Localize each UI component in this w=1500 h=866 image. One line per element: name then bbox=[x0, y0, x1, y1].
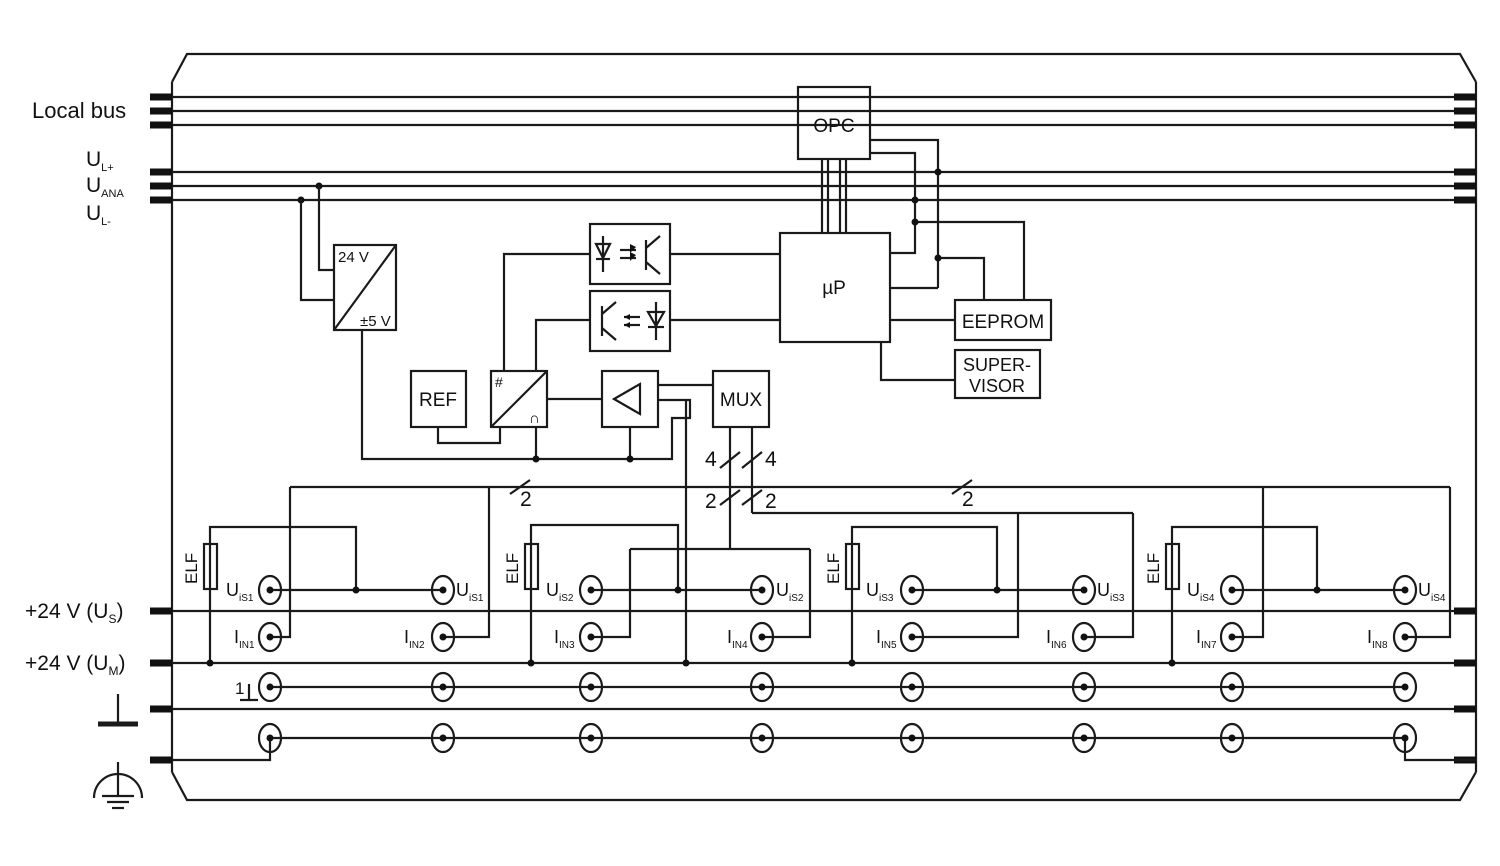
svg-text:UiS2: UiS2 bbox=[546, 580, 574, 604]
mux-block: MUX bbox=[711, 369, 771, 429]
sel-bus-count-left: 2 bbox=[705, 490, 717, 513]
amplifier-block bbox=[600, 369, 660, 429]
svg-text:±5 V: ±5 V bbox=[360, 313, 391, 330]
svg-text:UiS3: UiS3 bbox=[866, 580, 894, 604]
svg-text:UiS1: UiS1 bbox=[456, 580, 484, 604]
mux-bus-count-right: 4 bbox=[765, 448, 777, 471]
terminal-points bbox=[206, 574, 1418, 754]
ref-block: REF bbox=[409, 369, 468, 429]
ul-plus-label: UL+ bbox=[86, 148, 114, 174]
opc-supply-wires bbox=[870, 138, 1026, 300]
svg-text:MUX: MUX bbox=[720, 390, 763, 411]
svg-text:#: # bbox=[495, 374, 503, 390]
adc-wires bbox=[502, 252, 602, 459]
opc-block: OPC bbox=[796, 85, 872, 161]
svg-text:OPC: OPC bbox=[813, 116, 854, 137]
svg-text:ELF: ELF bbox=[182, 553, 201, 584]
ul-minus-label: UL- bbox=[86, 202, 111, 228]
svg-text:UiS4: UiS4 bbox=[1418, 580, 1446, 604]
svg-text:ELF: ELF bbox=[503, 553, 522, 584]
svg-text:IIN8: IIN8 bbox=[1367, 627, 1388, 651]
microprocessor-block: µP bbox=[778, 231, 892, 344]
opc-up-link bbox=[820, 159, 848, 233]
svg-text:SUPER-: SUPER- bbox=[963, 355, 1031, 375]
us-supply-label: +24 V (US) bbox=[25, 600, 123, 626]
right-bus-count: 2 bbox=[962, 488, 974, 511]
converter-wires bbox=[299, 186, 692, 461]
current-terminal-labels: IIN1 IIN2 IIN3 IIN4 IIN5 IIN6 IIN7 IIN8 bbox=[234, 627, 1388, 651]
svg-text:IIN5: IIN5 bbox=[876, 627, 897, 651]
terminal-ground-mark: 1 bbox=[235, 679, 258, 702]
svg-text:REF: REF bbox=[419, 390, 457, 411]
eeprom-block: EEPROM bbox=[953, 298, 1053, 342]
svg-text:∩: ∩ bbox=[529, 410, 540, 427]
svg-text:1: 1 bbox=[235, 679, 244, 698]
protective-earth-icon bbox=[92, 762, 144, 810]
bus-slash-marks bbox=[509, 451, 973, 506]
svg-text:ELF: ELF bbox=[824, 553, 843, 584]
adc-block: # ∩ bbox=[489, 369, 549, 429]
left-bus-count: 2 bbox=[520, 488, 532, 511]
rail-lines bbox=[150, 95, 1476, 762]
elf-labels: ELF ELF ELF ELF bbox=[182, 553, 1163, 584]
uana-label: UANA bbox=[86, 174, 124, 200]
svg-text:UiS4: UiS4 bbox=[1187, 580, 1215, 604]
um-supply-label: +24 V (UM) bbox=[25, 652, 125, 678]
svg-text:VISOR: VISOR bbox=[969, 376, 1025, 396]
junction-dots-analog bbox=[532, 455, 634, 463]
svg-text:ELF: ELF bbox=[1144, 553, 1163, 584]
svg-text:IIN4: IIN4 bbox=[727, 627, 748, 651]
voltage-terminal-labels: UiS1 UiS1 UiS2 UiS2 UiS3 UiS3 UiS4 UiS4 bbox=[226, 580, 1446, 604]
mux-bus-count-left: 4 bbox=[705, 448, 717, 471]
svg-text:IIN7: IIN7 bbox=[1196, 627, 1217, 651]
svg-text:UiS3: UiS3 bbox=[1097, 580, 1125, 604]
optocoupler-rx bbox=[588, 289, 672, 353]
optocoupler-tx bbox=[588, 222, 672, 286]
svg-text:UiS2: UiS2 bbox=[776, 580, 804, 604]
svg-text:IIN1: IIN1 bbox=[234, 627, 255, 651]
channel-wiring bbox=[208, 485, 1476, 762]
elf-fuses bbox=[202, 542, 1181, 591]
supervisor-block: SUPER- VISOR bbox=[953, 348, 1042, 400]
connector-pins bbox=[150, 93, 1476, 764]
svg-text:IIN3: IIN3 bbox=[554, 627, 575, 651]
svg-text:IIN2: IIN2 bbox=[404, 627, 425, 651]
dc-dc-converter: 24 V ±5 V bbox=[332, 243, 398, 332]
sel-bus-count-right: 2 bbox=[765, 490, 777, 513]
svg-text:EEPROM: EEPROM bbox=[962, 312, 1044, 333]
svg-text:IIN6: IIN6 bbox=[1046, 627, 1067, 651]
svg-text:µP: µP bbox=[822, 278, 846, 299]
svg-text:UiS1: UiS1 bbox=[226, 580, 254, 604]
local-bus-label: Local bus bbox=[32, 98, 126, 123]
ground-icon bbox=[98, 694, 138, 727]
svg-text:24 V: 24 V bbox=[338, 249, 369, 266]
